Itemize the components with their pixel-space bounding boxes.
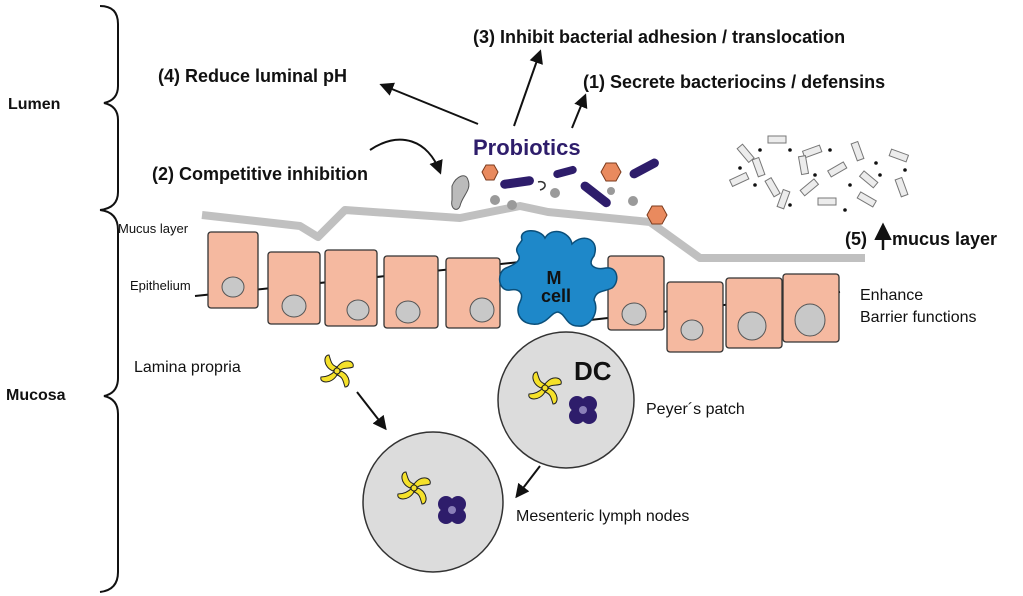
epithelial-cells-left: [207, 231, 501, 329]
dc-label: DC: [574, 356, 612, 386]
mucus-layer-line: [201, 202, 865, 262]
luminal-bacteria-cluster: [728, 135, 910, 212]
lamina-propria-label: Lamina propria: [134, 359, 241, 376]
arrow-reduce-ph: [379, 82, 479, 125]
lymph-node-label: Mesenteric lymph nodes: [516, 508, 689, 525]
mucosa-brace: [99, 209, 119, 593]
barrier-label-line1: Enhance: [860, 287, 923, 304]
lymph-node-circle: [362, 431, 504, 573]
probiotic-organisms: [451, 158, 668, 225]
dendritic-cell-lamina: [320, 354, 354, 388]
epithelium-label: Epithelium: [130, 278, 191, 293]
arrow-inhibit-adhesion: [513, 49, 543, 127]
lymphocyte-peyers: [569, 396, 597, 424]
lymphocyte-lymph-node: [438, 496, 466, 524]
mechanism-3-label: (3) Inhibit bacterial adhesion / translo…: [473, 27, 845, 47]
m-cell: [498, 230, 618, 327]
mechanism-1-label: (1) Secrete bacteriocins / defensins: [583, 72, 885, 92]
epithelial-cells-right: [607, 255, 840, 353]
mechanism-4-label: (4) Reduce luminal pH: [158, 66, 347, 86]
lumen-brace: [99, 5, 119, 211]
arrow-secrete: [571, 93, 588, 129]
barrier-label-line2: Barrier functions: [860, 309, 977, 326]
peyers-patch-label: Peyer´s patch: [646, 401, 745, 418]
m-cell-label-line1: M: [547, 268, 562, 288]
arrow-peyers-to-node: [515, 465, 541, 499]
mucus-layer-label: Mucus layer: [118, 221, 189, 236]
lumen-label: Lumen: [8, 96, 60, 113]
peyers-patch-circle: [497, 331, 635, 469]
mechanism-5-suffix: mucus layer: [892, 229, 997, 249]
mechanism-5-prefix: (5): [845, 229, 867, 249]
arrow-lamina-to-node: [356, 391, 387, 431]
mechanism-2-label: (2) Competitive inhibition: [152, 164, 368, 184]
probiotics-title: Probiotics: [473, 135, 581, 160]
m-cell-label-line2: cell: [541, 286, 571, 306]
arrow-competitive: [369, 138, 443, 175]
mucosa-label: Mucosa: [6, 387, 66, 404]
